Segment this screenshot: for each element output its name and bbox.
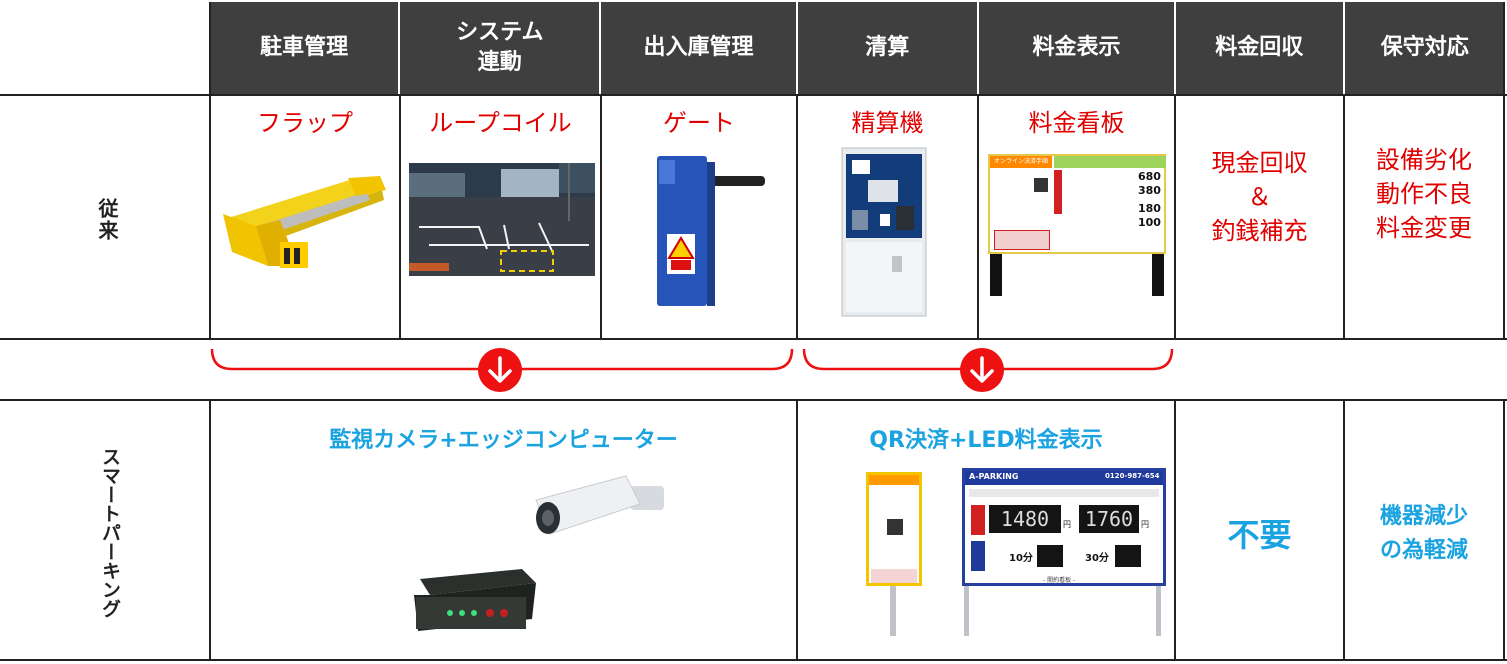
qr-stand-panel bbox=[866, 472, 922, 586]
gate-image bbox=[657, 156, 765, 306]
qr-stand-title bbox=[869, 475, 919, 485]
signboard-red-band bbox=[1054, 170, 1062, 214]
signboard-leg-right bbox=[1152, 254, 1164, 296]
led-company-name: A-PARKING bbox=[969, 472, 1019, 481]
led-panel: A-PARKING 0120-987-654 1480 1760 円 円 10分… bbox=[962, 468, 1166, 586]
signboard-price-180: 180 bbox=[1138, 202, 1161, 215]
grid-line bbox=[1174, 399, 1176, 661]
signboard-header-strip bbox=[1054, 156, 1166, 168]
qr-code-icon bbox=[1034, 178, 1048, 192]
qr-stand-pole bbox=[890, 586, 896, 636]
grid-line bbox=[1174, 94, 1176, 340]
col-header-parking: 駐車管理 bbox=[210, 2, 401, 94]
led-leg-left bbox=[964, 586, 969, 636]
col-header-gate: 出入庫管理 bbox=[601, 2, 798, 94]
down-arrow-icon bbox=[960, 348, 1004, 392]
surveillance-camera-image bbox=[535, 475, 664, 535]
flap-image bbox=[223, 176, 386, 268]
signboard-panel: オンライン決済手順 680 380 180 100 bbox=[988, 154, 1166, 254]
settlement-machine-image bbox=[841, 147, 927, 317]
grid-line bbox=[796, 399, 798, 661]
led-leg-right bbox=[1156, 586, 1161, 636]
cash-collection-label: 現金回収 ＆ 釣銭補充 bbox=[1211, 149, 1308, 245]
qr-led-label: QR決済+LED料金表示 bbox=[869, 428, 1103, 453]
grid-line bbox=[1503, 2, 1505, 340]
grid-line bbox=[600, 94, 602, 340]
col-header-maintenance: 保守対応 bbox=[1344, 2, 1505, 94]
camera-edge-label: 監視カメラ+エッジコンピューター bbox=[329, 428, 678, 453]
led-price-signboard-image: A-PARKING 0120-987-654 1480 1760 円 円 10分… bbox=[962, 468, 1166, 636]
col-header-settlement: 清算 bbox=[797, 2, 979, 94]
qr-payment-stand-image bbox=[866, 472, 922, 636]
led-notice-bar bbox=[969, 489, 1159, 497]
col-header-collection: 料金回収 bbox=[1176, 2, 1345, 94]
price-signboard-image: オンライン決済手順 680 380 180 100 bbox=[988, 154, 1166, 296]
grid-line bbox=[0, 338, 1507, 340]
transition-connector bbox=[210, 348, 1174, 371]
led-red-label bbox=[971, 505, 985, 535]
grid-line bbox=[977, 94, 979, 340]
settlement-machine-label: 精算機 bbox=[851, 109, 924, 137]
led-display-right: 1760 bbox=[1079, 505, 1139, 533]
grid-line bbox=[1343, 94, 1345, 340]
grid-line bbox=[0, 659, 1507, 661]
signboard-leg-left bbox=[990, 254, 1002, 296]
row-label-conventional: 従来 bbox=[95, 198, 119, 242]
grid-line bbox=[209, 2, 211, 340]
header-row: 駐車管理 システム 連動 出入庫管理 清算 料金表示 料金回収 保守対応 bbox=[210, 2, 1505, 94]
loop-coil-image bbox=[409, 163, 595, 276]
led-30-minutes: 30分 bbox=[1085, 553, 1109, 564]
edge-computer-image bbox=[414, 569, 536, 631]
gate-label: ゲート bbox=[663, 109, 735, 137]
loop-coil-label: ループコイル bbox=[429, 109, 572, 137]
flap-label: フラップ bbox=[257, 109, 353, 137]
signboard-title: オンライン決済手順 bbox=[990, 156, 1052, 168]
led-10-minutes: 10分 bbox=[1009, 553, 1033, 564]
grid-line bbox=[796, 94, 798, 340]
qr-code-icon bbox=[887, 519, 903, 535]
led-unit-left: 円 bbox=[1063, 520, 1071, 529]
grid-line bbox=[0, 399, 1507, 401]
qr-stand-notice bbox=[871, 569, 917, 583]
signboard-price-680: 680 bbox=[1138, 170, 1161, 183]
down-arrow-icon bbox=[478, 348, 522, 392]
price-sign-label: 料金看板 bbox=[1028, 109, 1125, 137]
signboard-red-notice bbox=[994, 230, 1050, 250]
led-sign-caption: - 開約看板 - bbox=[1043, 577, 1076, 584]
led-phone: 0120-987-654 bbox=[1105, 472, 1160, 480]
grid-line bbox=[1503, 399, 1505, 661]
led-display-small-left bbox=[1037, 545, 1063, 567]
led-blue-label bbox=[971, 541, 985, 571]
grid-line bbox=[1343, 399, 1345, 661]
led-display-left: 1480 bbox=[989, 505, 1061, 533]
collection-unnecessary-label: 不要 bbox=[1227, 516, 1292, 554]
col-header-system: システム 連動 bbox=[400, 2, 602, 94]
signboard-price-380: 380 bbox=[1138, 184, 1161, 197]
led-display-small-right bbox=[1115, 545, 1141, 567]
grid-line bbox=[399, 94, 401, 340]
grid-line bbox=[0, 94, 1507, 96]
col-header-display: 料金表示 bbox=[978, 2, 1177, 94]
signboard-price-100: 100 bbox=[1138, 216, 1161, 229]
led-unit-right: 円 bbox=[1141, 520, 1149, 529]
row-label-smart-parking: スマートパーキング bbox=[99, 446, 121, 618]
maintenance-issues-label: 設備劣化 動作不良 料金変更 bbox=[1376, 146, 1472, 242]
maintenance-reduced-label: 機器減少 の為軽減 bbox=[1379, 504, 1468, 563]
led-header: A-PARKING 0120-987-654 bbox=[965, 471, 1163, 485]
grid-line bbox=[209, 399, 211, 661]
